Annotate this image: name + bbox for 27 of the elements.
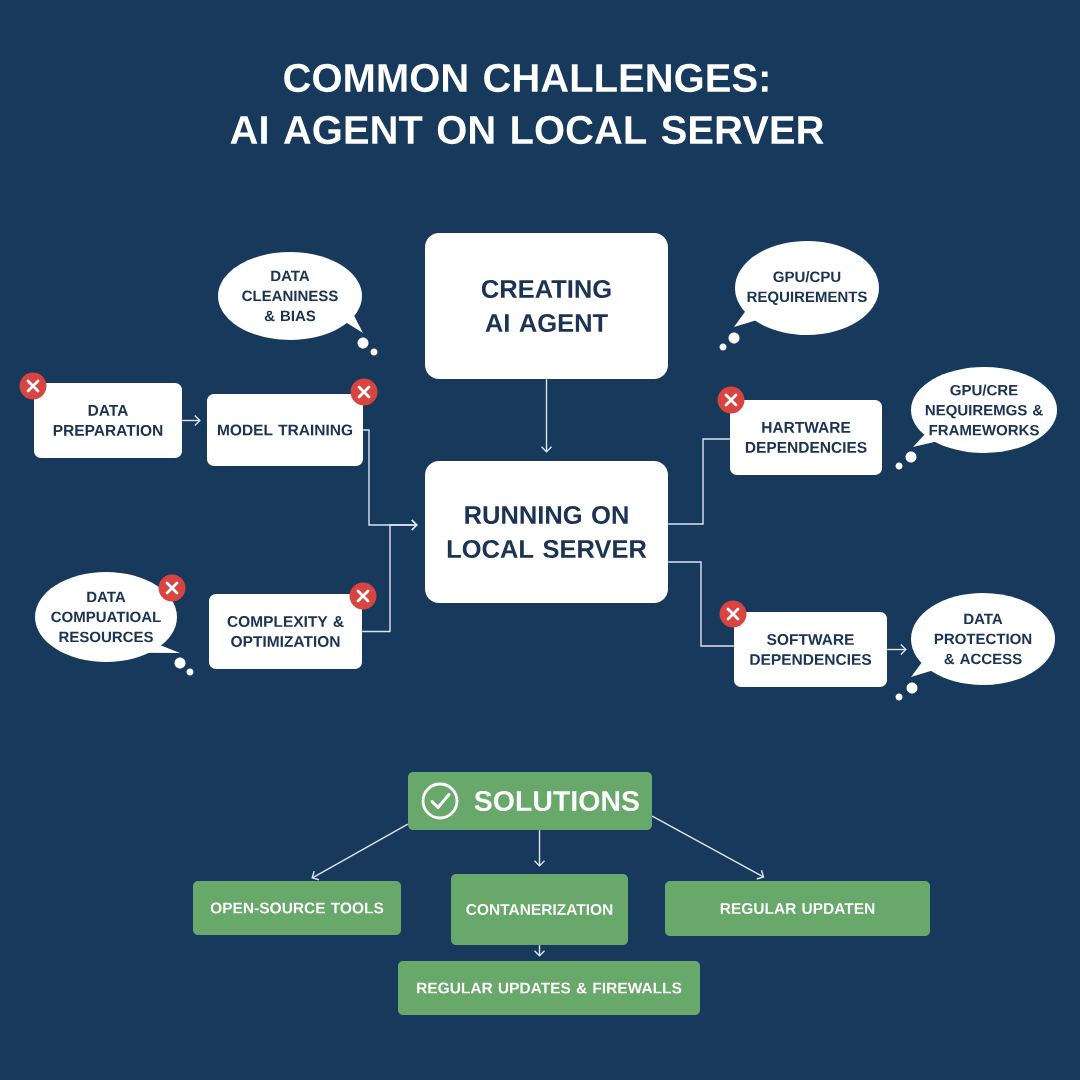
connector-line <box>667 438 731 525</box>
arrow <box>311 823 409 881</box>
process-box: DATA PREPARATION <box>34 383 182 458</box>
speech-bubble: DATA PROTECTION & ACCESS <box>895 593 1055 701</box>
speech-bubble: GPU/CRE NEQUIREMGS & FRAMEWORKS <box>895 367 1057 470</box>
arrow <box>651 815 765 880</box>
process-box: CREATING AI AGENT <box>425 233 668 379</box>
solution-box: REGULAR UPDATEN <box>665 881 930 936</box>
arrow <box>181 414 201 427</box>
arrow <box>533 829 546 867</box>
process-box: RUNNING ON LOCAL SERVER <box>425 461 668 603</box>
solution-box: REGULAR UPDATES & FIREWALLS <box>398 961 700 1015</box>
connector-line <box>667 561 735 647</box>
speech-bubble: GPU/CPU REQUIREMENTS <box>719 241 879 351</box>
solution-box: OPEN-SOURCE TOOLS <box>193 881 401 935</box>
process-box: SOFTWARE DEPENDENCIES <box>734 612 887 687</box>
process-box: MODEL TRAINING <box>207 394 363 466</box>
process-box: HARTWARE DEPENDENCIES <box>730 400 882 475</box>
arrow <box>361 519 418 633</box>
arrow <box>886 643 907 656</box>
process-box: COMPLEXITY & OPTIMIZATION <box>209 594 362 669</box>
speech-bubble: DATA COMPUATIOAL RESOURCES <box>35 572 194 676</box>
title: COMMON CHALLENGES: AI AGENT ON LOCAL SERVER <box>230 63 824 145</box>
solution-box: CONTANERIZATION <box>451 874 628 945</box>
header-box: SOLUTIONS <box>408 772 652 830</box>
arrow <box>540 378 553 453</box>
speech-bubble: DATA CLEANINESS & BIAS <box>218 252 378 356</box>
